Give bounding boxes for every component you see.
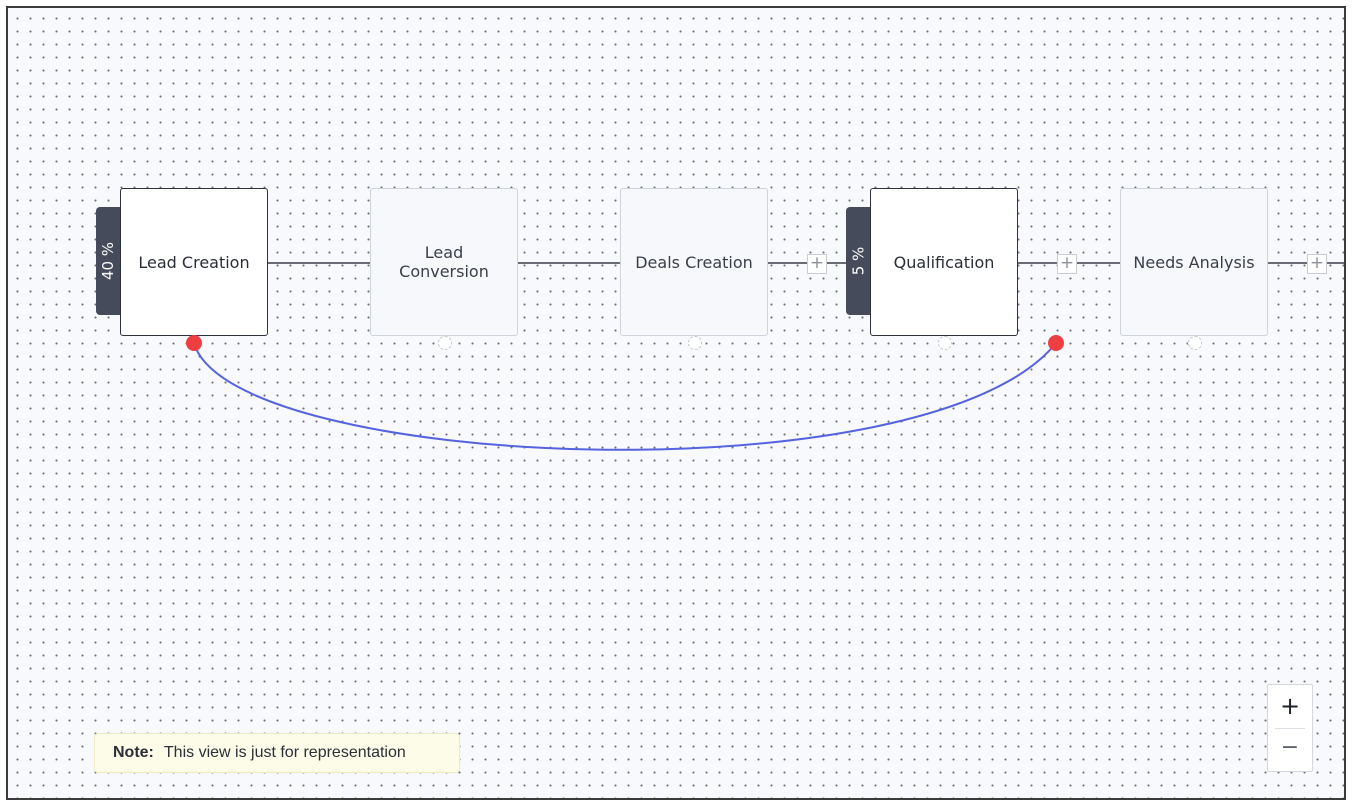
stage-probability-badge: 40 % (96, 207, 120, 315)
stage-needs-analysis[interactable]: Needs Analysis (1120, 188, 1268, 336)
stage-label: Lead Conversion (399, 243, 489, 281)
badge-label: 40 % (99, 241, 118, 281)
zoom-controls: + − (1267, 684, 1313, 772)
connector-port[interactable] (438, 336, 452, 350)
zoom-in-button[interactable]: + (1279, 692, 1301, 720)
badge-label: 5 % (849, 246, 868, 276)
stage-label: Deals Creation (635, 252, 753, 272)
stage-deals-creation[interactable]: Deals Creation (620, 188, 768, 336)
zoom-divider (1275, 728, 1305, 729)
note-text: This view is just for representation (163, 744, 406, 761)
zoom-out-button[interactable]: − (1280, 735, 1300, 760)
add-stage-icon[interactable]: + (807, 254, 827, 274)
stage-label: Lead Creation (138, 252, 250, 272)
add-stage-icon[interactable]: + (1307, 254, 1327, 274)
connector-endpoint[interactable] (1048, 335, 1064, 351)
note-label: Note: (113, 744, 154, 761)
stage-label: Needs Analysis (1133, 252, 1255, 272)
stage-probability-badge: 5 % (846, 207, 870, 315)
connector-port[interactable] (1188, 336, 1202, 350)
stage-lead-conversion[interactable]: Lead Conversion (370, 188, 518, 336)
connector-port[interactable] (938, 336, 952, 350)
connector-port[interactable] (688, 336, 702, 350)
stage-lead-creation[interactable]: Lead Creation (120, 188, 268, 336)
stage-qualification[interactable]: Qualification (870, 188, 1018, 336)
connector-endpoint[interactable] (186, 335, 202, 351)
flow-canvas[interactable] (6, 6, 1346, 800)
representation-note: Note: This view is just for representati… (94, 733, 460, 773)
stage-label: Qualification (893, 252, 995, 272)
add-stage-icon[interactable]: + (1057, 254, 1077, 274)
